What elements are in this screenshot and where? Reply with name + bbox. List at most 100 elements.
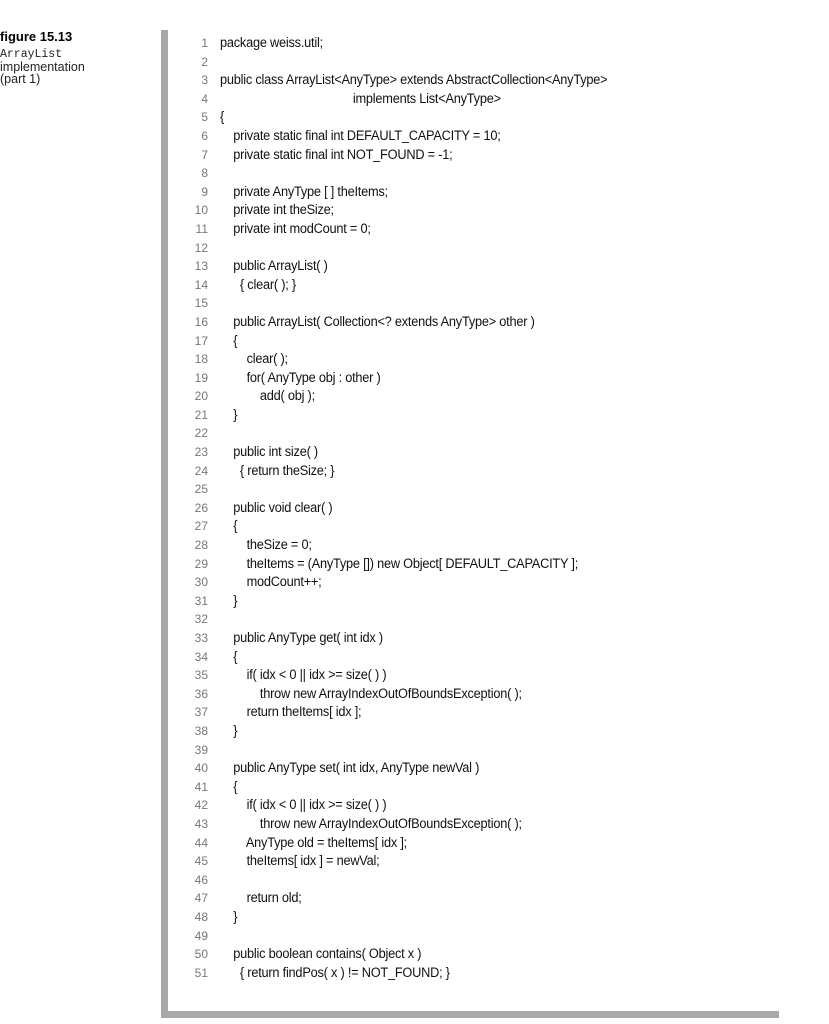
code-line: 18 clear( ); (186, 350, 779, 369)
line-number: 31 (194, 593, 208, 608)
code-line: 45 theItems[ idx ] = newVal; (186, 852, 779, 871)
code-line: 48 } (186, 908, 779, 927)
code-text: { clear( ); } (220, 276, 296, 293)
code-text: { return findPos( x ) != NOT_FOUND; } (220, 964, 450, 981)
code-text: add( obj ); (220, 388, 315, 405)
code-line: 12 (186, 239, 779, 258)
code-text: } (220, 592, 238, 609)
code-text: public class ArrayList<AnyType> extends … (220, 72, 608, 89)
line-number: 13 (194, 259, 208, 274)
code-text: throw new ArrayIndexOutOfBoundsException… (220, 815, 522, 832)
code-text: private AnyType [ ] theItems; (220, 183, 388, 200)
code-line: 4 implements List<AnyType> (186, 90, 779, 109)
line-number: 49 (194, 928, 208, 943)
code-line: 26 public void clear( ) (186, 499, 779, 518)
code-line: 25 (186, 480, 779, 499)
line-number: 16 (194, 314, 208, 329)
line-number: 39 (194, 742, 208, 757)
line-number: 6 (201, 128, 208, 143)
code-line: 22 (186, 424, 779, 443)
code-text: modCount++; (220, 574, 322, 591)
code-line: 49 (186, 927, 779, 946)
code-line: 24 { return theSize; } (186, 462, 779, 481)
code-line: 23 public int size( ) (186, 443, 779, 462)
line-number: 25 (194, 482, 208, 497)
code-line: 20 add( obj ); (186, 387, 779, 406)
code-text: public boolean contains( Object x ) (220, 946, 422, 963)
line-number: 40 (194, 761, 208, 776)
code-text: public AnyType get( int idx ) (220, 630, 383, 646)
line-number: 14 (194, 277, 208, 292)
code-text: private static final int NOT_FOUND = -1; (220, 146, 453, 163)
line-number: 42 (194, 798, 208, 813)
code-text: public ArrayList( ) (220, 258, 328, 275)
line-number: 32 (194, 612, 208, 627)
line-number: 3 (201, 73, 208, 88)
code-text: } (220, 722, 238, 739)
code-text: { (220, 778, 238, 795)
line-number: 34 (194, 649, 208, 664)
code-line: 36 throw new ArrayIndexOutOfBoundsExcept… (186, 685, 779, 704)
line-number: 41 (194, 779, 208, 794)
code-line: 10 private int theSize; (186, 201, 779, 220)
line-number: 23 (194, 445, 208, 460)
code-text: public void clear( ) (220, 499, 333, 516)
figure-title: figure 15.13 (0, 29, 73, 44)
code-text: private static final int DEFAULT_CAPACIT… (220, 127, 501, 144)
code-line: 27 { (186, 517, 779, 536)
figure-class-name: ArrayList (0, 48, 63, 61)
line-number: 28 (194, 538, 208, 553)
line-number: 12 (194, 240, 208, 255)
code-line: 7 private static final int NOT_FOUND = -… (186, 146, 779, 165)
code-line: 46 (186, 871, 779, 890)
code-line: 42 if( idx < 0 || idx >= size( ) ) (186, 796, 779, 815)
code-text: public AnyType set( int idx, AnyType new… (220, 760, 480, 777)
line-number: 19 (194, 370, 208, 385)
code-text: implements List<AnyType> (220, 90, 501, 107)
code-text: return theItems[ idx ]; (220, 704, 362, 721)
code-line: 39 (186, 741, 779, 760)
code-text: private int modCount = 0; (220, 220, 371, 237)
line-number: 44 (194, 835, 208, 850)
code-line: 5{ (186, 108, 779, 127)
line-number: 5 (201, 110, 208, 125)
line-number: 15 (194, 296, 208, 311)
code-text: { (220, 332, 238, 349)
code-text: } (220, 406, 238, 423)
code-text: if( idx < 0 || idx >= size( ) ) (220, 667, 387, 684)
code-line: 19 for( AnyType obj : other ) (186, 369, 779, 388)
line-number: 10 (194, 203, 208, 218)
line-number: 24 (194, 463, 208, 478)
code-line: 6 private static final int DEFAULT_CAPAC… (186, 127, 779, 146)
code-line: 41 { (186, 778, 779, 797)
code-text: { return theSize; } (220, 462, 335, 479)
code-line: 51 { return findPos( x ) != NOT_FOUND; } (186, 964, 779, 983)
figure-subtitle: ArrayList implementation (part 1) (0, 48, 150, 86)
figure-description: implementation (part 1) (0, 60, 85, 86)
code-line: 21 } (186, 406, 779, 425)
line-number: 27 (194, 519, 208, 534)
code-text: } (220, 908, 238, 925)
code-line: 17 { (186, 332, 779, 351)
line-number: 18 (194, 352, 208, 367)
line-number: 4 (201, 91, 208, 106)
code-text: theSize = 0; (220, 537, 312, 554)
line-number: 20 (194, 389, 208, 404)
line-number: 2 (201, 54, 208, 69)
code-text: { (220, 648, 238, 665)
code-line: 33 public AnyType get( int idx ) (186, 629, 779, 648)
code-line: 38 } (186, 722, 779, 741)
code-line: 47 return old; (186, 889, 779, 908)
line-number: 38 (194, 723, 208, 738)
code-line: 43 throw new ArrayIndexOutOfBoundsExcept… (186, 815, 779, 834)
code-text: public int size( ) (220, 444, 318, 461)
line-number: 17 (194, 333, 208, 348)
line-number: 30 (194, 575, 208, 590)
code-line: 32 (186, 610, 779, 629)
code-line: 9 private AnyType [ ] theItems; (186, 183, 779, 202)
line-number: 36 (194, 686, 208, 701)
line-number: 26 (194, 500, 208, 515)
